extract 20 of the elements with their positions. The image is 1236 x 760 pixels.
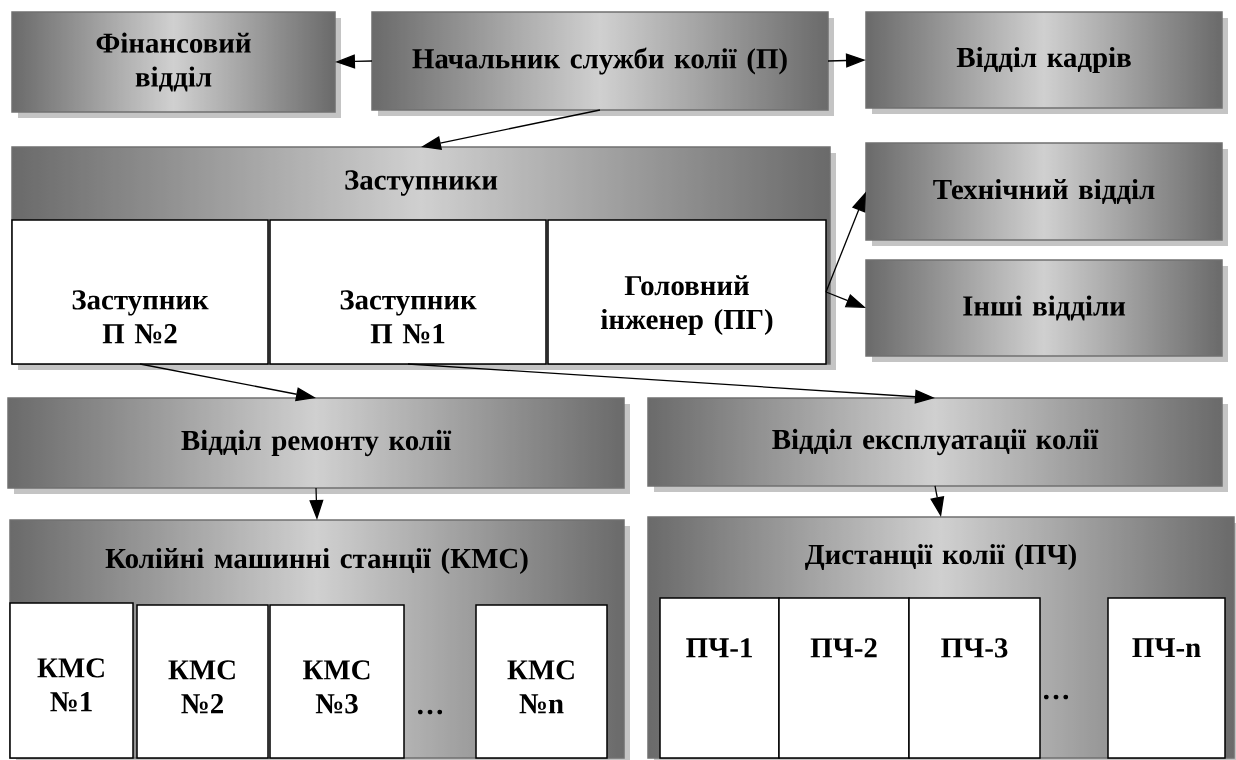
deputy-cell: Головний інженер (ПГ) xyxy=(547,219,827,365)
department-box: Інші відділи xyxy=(865,259,1228,362)
department-box: Фінансовий відділ xyxy=(11,11,341,118)
ellipsis-text: … xyxy=(1043,694,1069,700)
department-box: Відділ експлуатації колії xyxy=(647,397,1228,492)
station-cell: КМС №3 xyxy=(269,604,405,759)
deputy-cell: Заступник П №2 xyxy=(11,219,269,365)
department-box: Відділ ремонту колії xyxy=(7,397,630,494)
station-cell: КМС №1 xyxy=(9,602,134,759)
district-cell: ПЧ-3 xyxy=(908,597,1041,759)
station-cell: КМС №2 xyxy=(136,604,269,759)
district-cell: ПЧ-1 xyxy=(659,597,780,759)
ellipsis-text: … xyxy=(417,709,443,715)
station-cell: КМС №n xyxy=(475,604,608,759)
district-cell: ПЧ-2 xyxy=(778,597,910,759)
department-box: Відділ кадрів xyxy=(865,11,1228,114)
deputy-cell: Заступник П №1 xyxy=(269,219,547,365)
department-box: Технічний відділ xyxy=(865,142,1228,246)
manager-box: Начальник служби колії (П) xyxy=(371,11,834,116)
district-cell: ПЧ-n xyxy=(1107,597,1226,759)
